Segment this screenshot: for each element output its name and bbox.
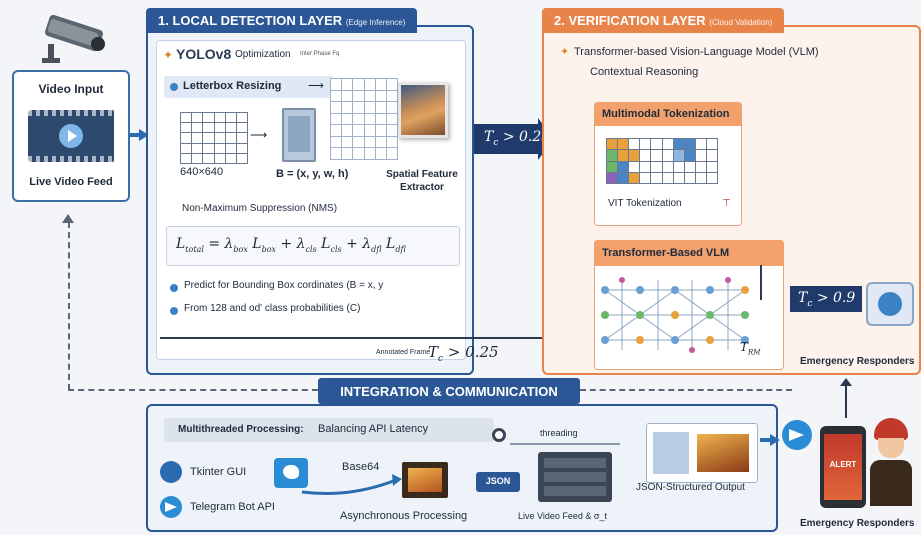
bbox-label: B = (x, y, w, h) <box>276 168 349 180</box>
alert-phone: ALERT <box>820 426 866 508</box>
camera-icon <box>38 10 118 65</box>
emergency-label-bottom: Emergency Responders <box>800 518 915 529</box>
thread-stack <box>538 452 612 502</box>
multithread-bar <box>164 418 494 442</box>
json-output-panel <box>646 423 758 483</box>
yolo-opt-label: Optimization <box>235 49 291 60</box>
json-output-label: JSON-Structured Output <box>636 482 745 493</box>
tkinter-icon <box>160 461 182 483</box>
annotated-frame-line <box>160 337 570 339</box>
spatial-label: Spatial Feature Extractor <box>386 169 458 193</box>
alert-device-icon <box>866 282 914 326</box>
vlm-icon: ✦ <box>560 46 570 58</box>
telegram-label: Telegram Bot API <box>190 501 275 513</box>
video-input-title: Video Input <box>38 82 104 96</box>
nms-label: Non-Maximum Suppression (NMS) <box>182 203 338 214</box>
threading-label: threading <box>540 428 578 438</box>
annotated-frame-label: Annotated Frame <box>376 349 431 356</box>
alert-text: ALERT <box>829 460 857 469</box>
multithread-label: Multithreaded Processing: <box>178 424 304 435</box>
yolo-label: YOLOv8 <box>176 46 232 62</box>
transformer-vlm-title: Transformer-Based VLM <box>602 247 730 259</box>
async-label: Asynchronous Processing <box>340 510 468 522</box>
token-grid <box>606 138 718 184</box>
tokenization-header <box>594 102 742 126</box>
gear-icon <box>492 428 506 442</box>
vit-label: VIT Tokenization <box>608 198 682 209</box>
resized-frame <box>282 108 316 162</box>
live-feed-label: Live Video Feed & σ_t <box>518 511 607 521</box>
play-icon[interactable] <box>59 124 83 148</box>
bullet-1: Predict for Bounding Box cordinates (B =… <box>184 280 384 291</box>
feature-grid <box>330 78 398 160</box>
firefighter-icon <box>866 418 916 508</box>
transformer-network <box>601 277 749 353</box>
vlm-label: Transformer-based Vision-Language Model … <box>574 46 819 58</box>
local-title-text: 1. LOCAL DETECTION LAYER <box>158 13 343 28</box>
json-box <box>476 472 520 492</box>
verify-title-text: 2. VERIFICATION LAYER <box>554 13 706 28</box>
local-subtitle-text: (Edge Inference) <box>345 18 406 27</box>
local-detection-title: 1. LOCAL DETECTION LAYER (Edge Inference… <box>146 8 418 33</box>
input-arrow <box>139 129 149 141</box>
rm-label: TRM <box>740 340 761 357</box>
loss-formula-box <box>166 226 460 266</box>
video-thumbnail <box>28 110 114 162</box>
json-label: JSON <box>485 476 511 486</box>
live-video-feed-label: Live Video Feed <box>29 176 113 188</box>
size-label: 640×640 <box>180 166 224 178</box>
yolo-small-label: Inter Phase Fq <box>300 51 340 57</box>
tokenization-title: Multimodal Tokenization <box>602 108 730 120</box>
feedback-dashed-line <box>68 222 70 390</box>
emergency-label-top: Emergency Responders <box>800 356 915 367</box>
twitter-bird-icon <box>274 458 308 488</box>
feature-image <box>398 82 448 138</box>
video-input-panel: Video Input Live Video Feed <box>12 70 130 202</box>
telegram-send-icon <box>782 420 812 450</box>
verification-title: 2. VERIFICATION LAYER (Cloud Validation) <box>542 8 785 33</box>
base64-label: Base64 <box>342 461 380 473</box>
transformer-vlm-header <box>594 240 784 266</box>
letterbox-label: Letterbox Resizing <box>183 80 282 92</box>
integration-title: INTEGRATION & COMMUNICATION <box>340 384 558 399</box>
threshold-arrow <box>474 124 538 154</box>
yolo-icon: ✦ <box>163 48 174 62</box>
balance-label: Balancing API Latency <box>318 423 429 435</box>
tkinter-label: Tkinter GUI <box>190 466 247 478</box>
film-frame-icon <box>402 462 448 498</box>
integration-title-bar <box>318 378 580 404</box>
input-grid <box>180 112 248 164</box>
bullet-2: From 128 and od' class probabilities (C) <box>184 303 361 314</box>
contextual-label: Contextual Reasoning <box>590 66 699 78</box>
threshold-low-label: Tc > 0.25 <box>428 343 499 364</box>
telegram-icon <box>160 496 182 518</box>
letterbox-bar <box>164 76 334 98</box>
threshold-arrow-label: Tc > 0.25 <box>484 129 551 148</box>
threshold-high-label: Tc > 0.9 <box>798 290 856 309</box>
loss-formula: Ltotal = λbox Lbox + λcls Lcls + λdfl Ld… <box>176 236 406 254</box>
verify-subtitle-text: (Cloud Validation) <box>709 18 773 27</box>
threshold-high-arrow <box>790 286 862 312</box>
